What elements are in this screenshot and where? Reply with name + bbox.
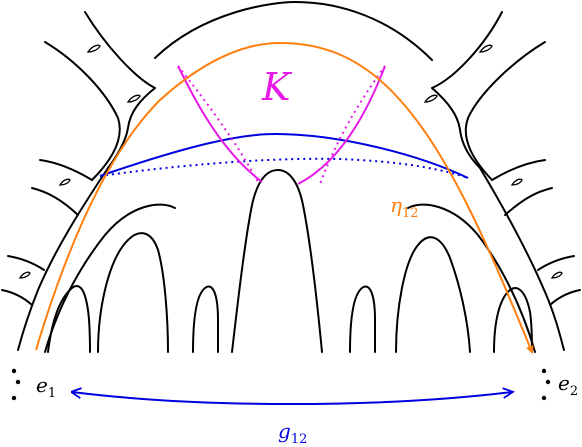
surface-outline xyxy=(1,0,581,353)
e1-label: e1 xyxy=(36,373,56,401)
k-label: K xyxy=(261,65,293,109)
end-dots xyxy=(11,368,551,401)
handle-marks xyxy=(18,44,563,279)
blue-belt xyxy=(99,132,469,179)
g-arrow xyxy=(72,392,512,405)
blue-belt-back xyxy=(99,157,469,179)
g-label: g12 xyxy=(278,419,307,447)
k-left-front xyxy=(177,65,263,183)
e2-label: e2 xyxy=(558,371,578,399)
k-right-front xyxy=(297,65,386,185)
blue-belt-front xyxy=(99,132,469,179)
k-right-back xyxy=(319,65,386,185)
eta-label: η12 xyxy=(390,193,419,221)
eta-path xyxy=(35,41,534,354)
